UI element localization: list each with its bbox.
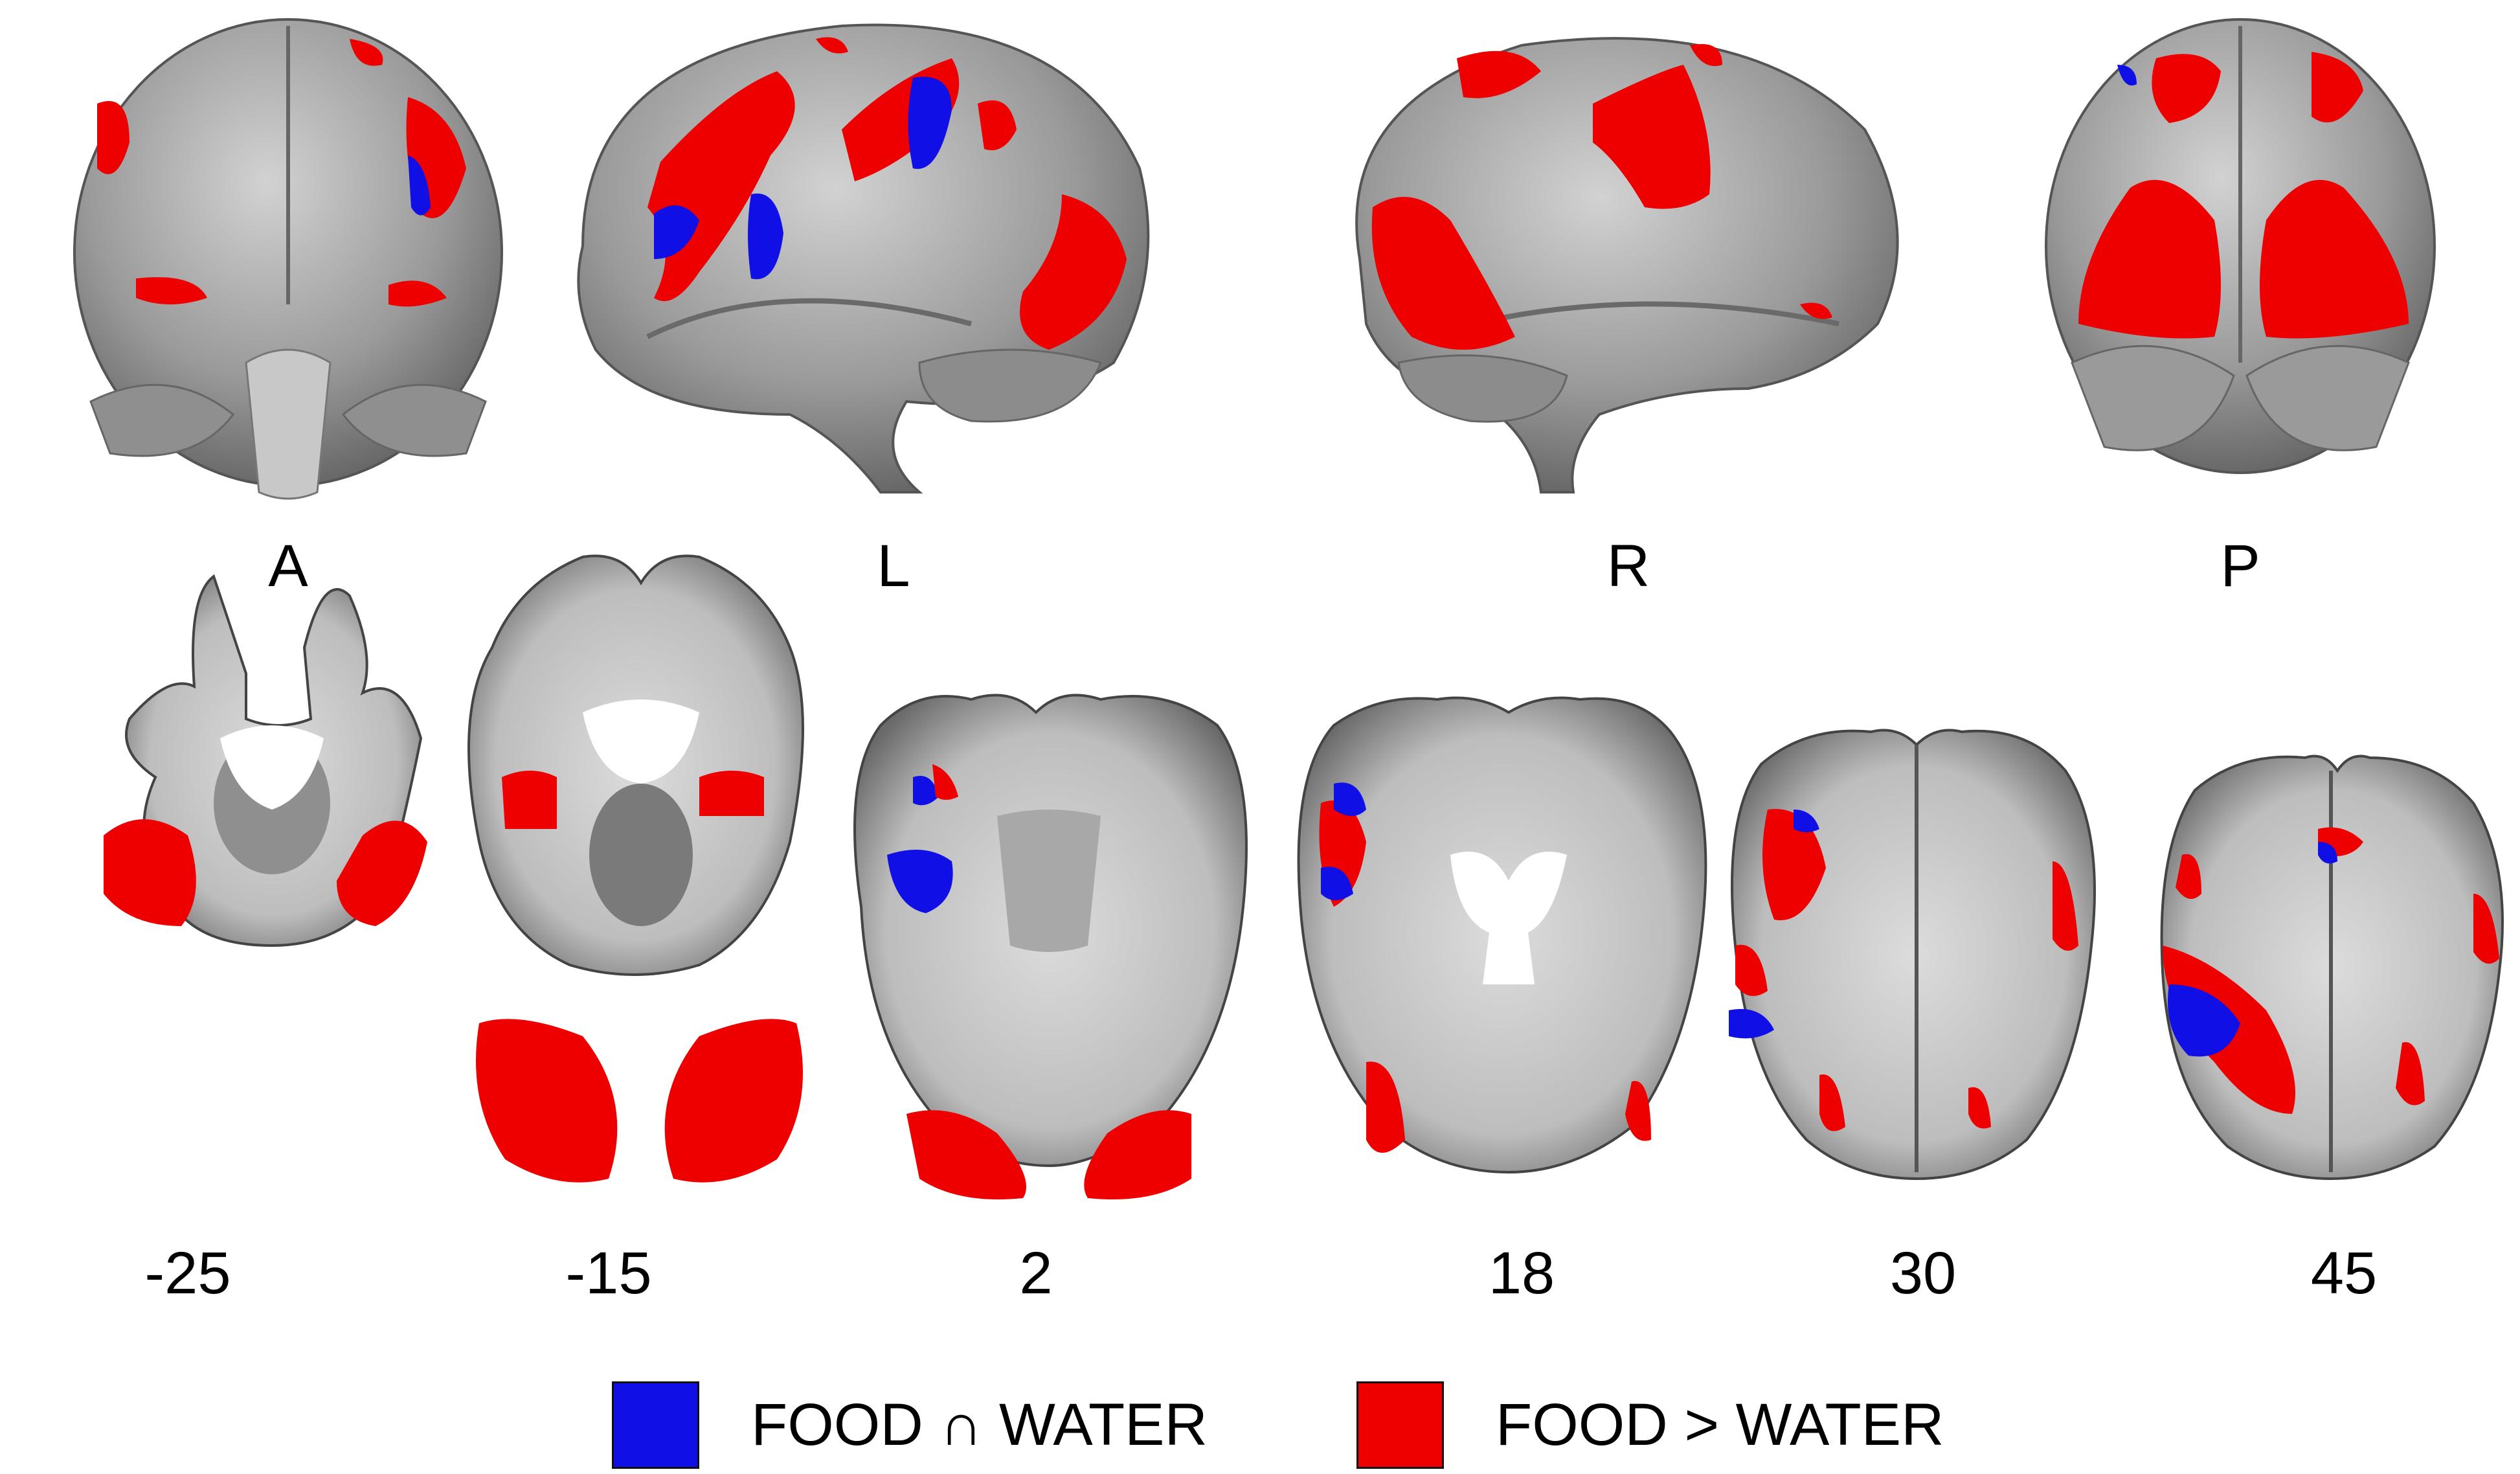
legend-swatch-red xyxy=(1356,1381,1444,1469)
slice-label: 45 xyxy=(2310,1240,2378,1306)
legend-item-overlap: FOOD ∩ WATER xyxy=(612,1376,1208,1473)
brain-view-right xyxy=(1355,37,1899,493)
slice-label: -25 xyxy=(144,1240,231,1306)
view-label-posterior: P xyxy=(2220,533,2260,599)
axial-slice-45 xyxy=(2160,754,2504,1181)
brain-view-left xyxy=(577,23,1150,493)
legend-label-contrast: FOOD > WATER xyxy=(1496,1391,1944,1458)
brain-view-posterior xyxy=(2045,18,2436,474)
axial-slice-18 xyxy=(1297,696,1707,1174)
slice-label: -15 xyxy=(565,1240,652,1306)
legend-item-contrast: FOOD > WATER xyxy=(1356,1376,1944,1473)
view-label-right: R xyxy=(1606,533,1650,599)
slice-label: 2 xyxy=(1019,1240,1053,1306)
slice-label: 18 xyxy=(1488,1240,1555,1306)
slice-label: 30 xyxy=(1889,1240,1957,1306)
legend-label-overlap: FOOD ∩ WATER xyxy=(751,1391,1208,1458)
axial-slice-minus15 xyxy=(467,554,804,1183)
brain-view-anterior xyxy=(73,18,503,500)
axial-slice-30 xyxy=(1729,729,2096,1181)
view-label-anterior: A xyxy=(268,533,308,599)
axial-slice-2 xyxy=(853,694,1248,1199)
legend-swatch-blue xyxy=(612,1381,699,1469)
axial-slice-minus25 xyxy=(104,574,427,947)
view-label-left: L xyxy=(877,533,910,599)
